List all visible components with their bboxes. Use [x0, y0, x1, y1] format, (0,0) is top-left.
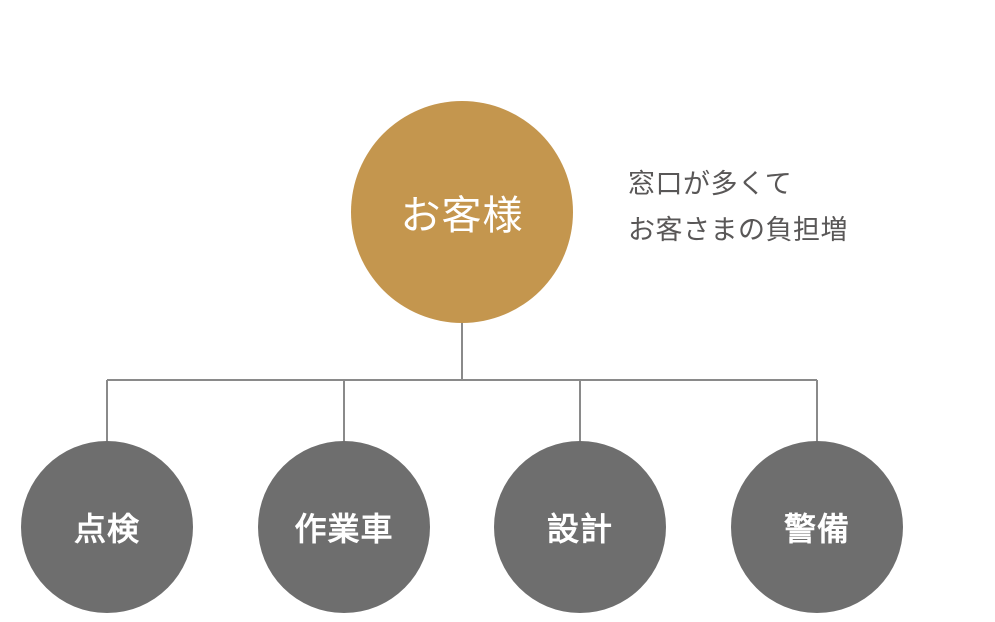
root-node-circle: お客様: [351, 101, 573, 323]
child-node-label: 設計: [546, 510, 613, 548]
child-node-circle: 点検: [21, 441, 193, 613]
child-node-circle: 警備: [731, 441, 903, 613]
note-line: 窓口が多くて: [628, 169, 793, 200]
root-node-label: お客様: [400, 193, 524, 239]
note-text: 窓口が多くて お客さまの負担増: [628, 162, 848, 254]
child-node-label: 点検: [73, 510, 140, 548]
child-node-label: 警備: [783, 510, 850, 548]
child-node-circle: 作業車: [258, 441, 430, 613]
note-line: お客さまの負担増: [628, 215, 848, 246]
child-node-circle: 設計: [494, 441, 666, 613]
child-node-label: 作業車: [294, 510, 394, 548]
